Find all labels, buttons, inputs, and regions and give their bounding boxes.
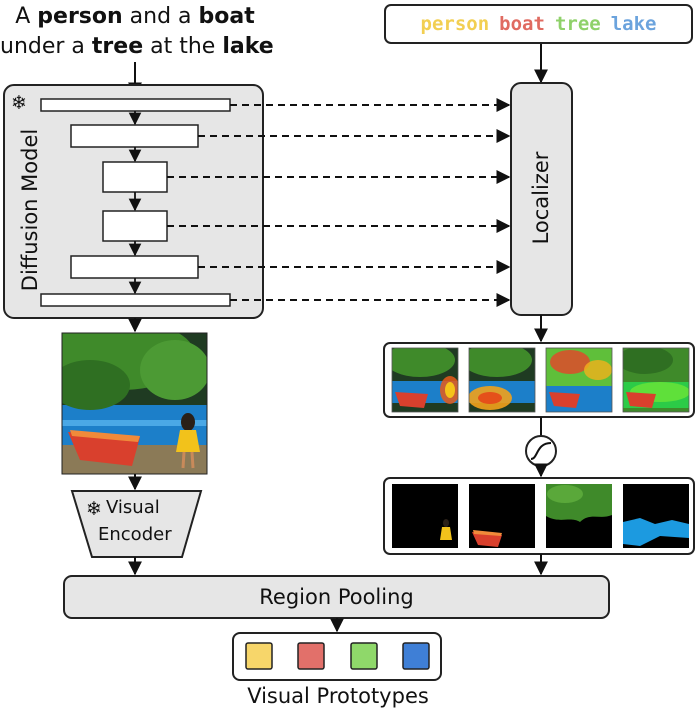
unet-layer-5 (70, 255, 199, 279)
diffusion-model-label: Diffusion Model (18, 128, 42, 292)
localizer-label: Localizer (529, 151, 553, 245)
mask-tree (546, 484, 612, 548)
token-boat: boat (499, 13, 545, 35)
unet-layer-4 (102, 210, 168, 242)
heatmap-tree (546, 348, 612, 412)
unet-layer-1 (40, 98, 231, 112)
token-person: person (420, 13, 490, 35)
visual-encoder-label-line2: Encoder (98, 524, 172, 545)
mask-person (392, 484, 458, 548)
visual-prototypes-label: Visual Prototypes (247, 684, 429, 708)
prototype-lake (402, 642, 430, 670)
heatmap-boat (469, 348, 535, 412)
heatmap-strip (383, 342, 695, 418)
unet-layer-2 (70, 124, 199, 148)
heatmap-lake (623, 348, 689, 412)
mask-lake (623, 484, 689, 548)
unet-layer-3 (102, 161, 168, 193)
mask-strip (383, 477, 695, 555)
prompt-line-1: A person and a boat (15, 4, 255, 29)
prototypes-box (232, 632, 442, 681)
prototype-person (245, 642, 273, 670)
token-lake: lake (610, 13, 657, 35)
snowflake-icon: ❄ (86, 498, 102, 520)
prototype-boat (297, 642, 325, 670)
prompt-line-2: under a tree at the lake (0, 34, 274, 59)
visual-encoder-block (70, 490, 203, 558)
heatmap-person (392, 348, 458, 412)
generated-image (62, 333, 207, 474)
prototype-tree (350, 642, 378, 670)
token-tree: tree (554, 13, 601, 35)
diffusion-model-block (3, 84, 264, 319)
feature-arrows (167, 98, 511, 307)
mask-boat (469, 484, 535, 548)
visual-encoder-label-line1: Visual (106, 497, 160, 518)
token-box (384, 4, 693, 44)
token-list: person boat tree lake (385, 5, 692, 43)
snowflake-icon: ❄ (11, 92, 27, 114)
sigmoid-icon (525, 435, 557, 467)
unet-layer-6 (40, 293, 231, 307)
region-pooling-label: Region Pooling (259, 585, 414, 609)
